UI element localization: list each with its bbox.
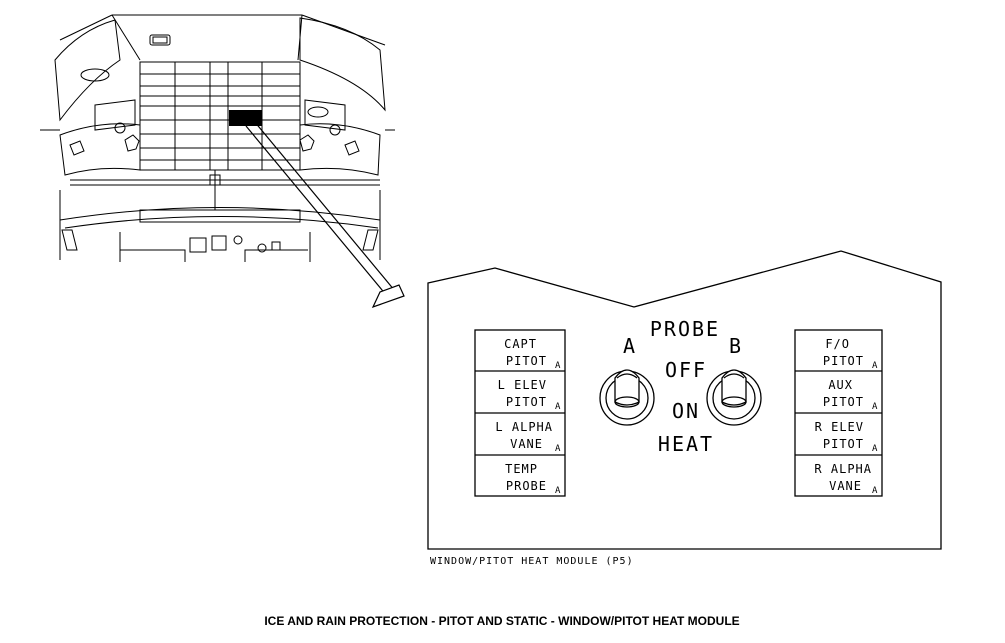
light-sub: A [555,361,561,371]
probe-label: PROBE [650,317,720,341]
module-location-highlight [229,110,262,126]
figure-title: ICE AND RAIN PROTECTION - PITOT AND STAT… [264,614,739,628]
switch-a-label: A [623,334,637,358]
light-l-elev-pitot: L ELEV PITOT A [498,378,561,412]
light-line1: L ALPHA [495,420,553,434]
light-line1: R ELEV [815,420,864,434]
probe-switch-a[interactable] [599,369,655,426]
position-on-label: ON [672,399,700,423]
light-line2: VANE [510,437,543,451]
left-annunciator-group: CAPT PITOT A L ELEV PITOT A L ALPHA VANE… [474,329,566,497]
light-line1: F/O [825,337,850,351]
light-line1: L ELEV [498,378,547,392]
light-l-alpha-vane: L ALPHA VANE A [495,420,561,454]
light-sub: A [872,361,878,371]
light-sub: A [555,402,561,412]
leader-arrow [245,120,405,309]
light-aux-pitot: AUX PITOT A [823,378,878,412]
light-r-alpha-vane: R ALPHA VANE A [814,462,878,496]
light-line2: PITOT [506,354,547,368]
light-line2: VANE [829,479,862,493]
light-sub: A [872,486,878,496]
light-sub: A [555,444,561,454]
light-capt-pitot: CAPT PITOT A [504,337,561,371]
light-line2: PITOT [823,354,864,368]
position-heat-label: HEAT [658,432,714,456]
light-line2: PITOT [823,437,864,451]
probe-switch-b[interactable] [706,369,762,426]
module-caption: WINDOW/PITOT HEAT MODULE (P5) [430,556,634,567]
light-sub: A [872,444,878,454]
light-r-elev-pitot: R ELEV PITOT A [815,420,878,454]
light-line2: PITOT [506,395,547,409]
switch-b-label: B [729,334,743,358]
light-line1: AUX [828,378,853,392]
light-sub: A [555,486,561,496]
light-line2: PITOT [823,395,864,409]
right-annunciator-group: F/O PITOT A AUX PITOT A R ELEV PITOT A R… [794,329,883,497]
light-line1: R ALPHA [814,462,872,476]
light-sub: A [872,402,878,412]
cockpit-sketch [40,14,395,262]
light-temp-probe: TEMP PROBE A [505,462,561,496]
light-line2: PROBE [506,479,547,493]
light-fo-pitot: F/O PITOT A [823,337,878,371]
position-off-label: OFF [665,358,707,382]
light-line1: TEMP [505,462,538,476]
module-panel-outline [427,250,942,550]
light-line1: CAPT [504,337,537,351]
